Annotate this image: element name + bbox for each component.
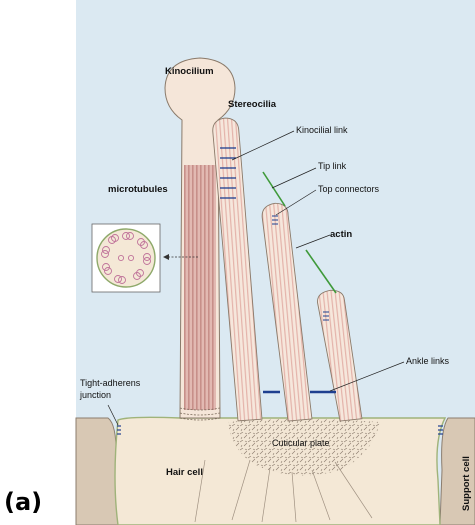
kinocilium-microtubules — [184, 165, 216, 410]
label-tight-adherens-line1: Tight-adherens — [80, 378, 141, 388]
microtubule-cross-section — [92, 224, 160, 292]
label-top-connectors: Top connectors — [318, 184, 380, 194]
label-tip-link: Tip link — [318, 161, 347, 171]
label-kinocilial-link: Kinocilial link — [296, 125, 348, 135]
label-tight-adherens-line2: junction — [79, 390, 111, 400]
label-microtubules: microtubules — [108, 184, 168, 195]
label-stereocilia: Stereocilia — [228, 99, 277, 110]
label-actin: actin — [330, 229, 352, 240]
panel-letter: (a) — [4, 488, 42, 516]
label-ankle-links: Ankle links — [406, 356, 450, 366]
support-cell-left — [76, 418, 118, 525]
label-kinocilium: Kinocilium — [165, 66, 214, 77]
label-cuticular-plate: Cuticular plate — [272, 438, 330, 448]
label-hair-cell: Hair cell — [166, 467, 203, 478]
label-support-cell: Support cell — [461, 456, 472, 511]
